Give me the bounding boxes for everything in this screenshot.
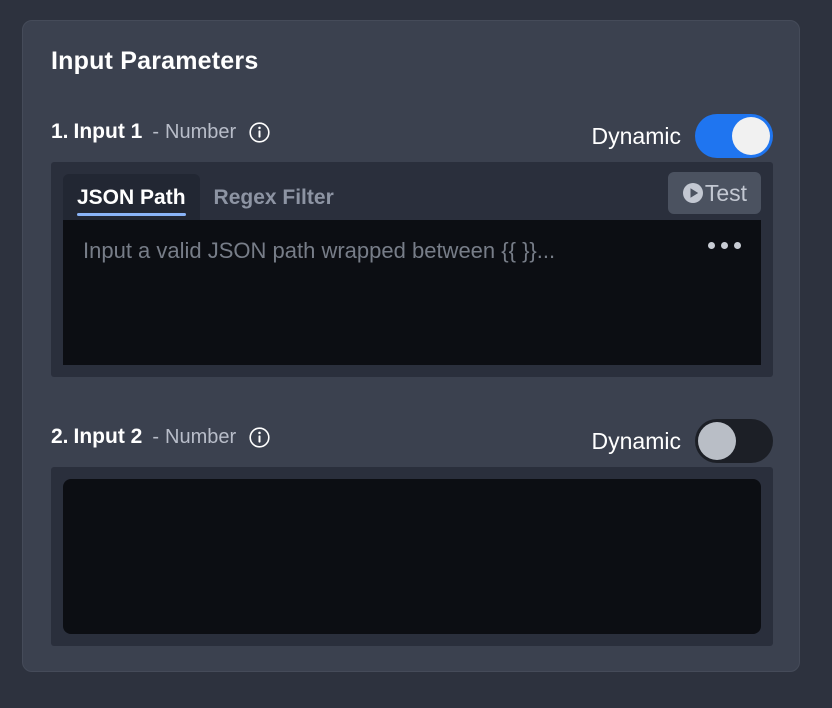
tab-regex-filter-label: Regex Filter [213,186,334,209]
dynamic-toggle-2[interactable] [695,419,773,463]
info-icon[interactable] [249,121,270,143]
editor-block-2 [51,467,773,646]
parameter-dash: - [152,120,160,143]
parameter-index: 2. [51,425,69,448]
dynamic-label: Dynamic [591,122,681,149]
input-parameters-card: Input Parameters 1. Input 1 - Number Dyn… [22,20,800,672]
toggle-knob [698,422,736,460]
parameter-type: Number [165,120,237,143]
parameter-name: Input 2 [73,425,143,448]
parameter-label-1: 1. Input 1 - Number [51,120,270,144]
json-path-input[interactable]: Input a valid JSON path wrapped between … [63,220,761,365]
json-path-placeholder: Input a valid JSON path wrapped between … [83,238,556,263]
tab-json-path[interactable]: JSON Path [63,174,200,220]
parameter-header-2: 2. Input 2 - Number Dynamic [51,419,773,467]
more-dot [708,242,715,249]
more-dot [734,242,741,249]
parameter-type: Number [165,425,237,448]
dynamic-toggle-1[interactable] [695,114,773,158]
test-button[interactable]: Test [667,172,761,214]
tab-json-path-label: JSON Path [77,186,186,209]
dynamic-label: Dynamic [591,427,681,454]
page-title: Input Parameters [51,47,259,75]
info-icon[interactable] [249,426,270,448]
parameter-label-2: 2. Input 2 - Number [51,425,270,449]
more-dot [721,242,728,249]
tab-bar-1: JSON Path Regex Filter Test [51,162,773,220]
toggle-knob [732,117,770,155]
parameter-name: Input 1 [73,120,143,143]
tab-regex-filter[interactable]: Regex Filter [200,174,348,220]
parameter-header-1: 1. Input 1 - Number Dynamic [51,114,773,162]
parameter-row-1: 1. Input 1 - Number Dynamic [51,114,773,377]
test-button-label: Test [704,179,747,206]
parameter-row-2: 2. Input 2 - Number Dynamic [51,419,773,646]
dynamic-toggle-group-1: Dynamic [592,114,773,158]
parameter-index: 1. [51,120,69,143]
play-icon [682,182,704,204]
parameter-dash: - [152,425,160,448]
editor-block-1: JSON Path Regex Filter Test Input [51,162,773,377]
input-2-field[interactable] [63,479,761,634]
dynamic-toggle-group-2: Dynamic [592,419,773,463]
more-options-icon[interactable] [708,242,741,249]
